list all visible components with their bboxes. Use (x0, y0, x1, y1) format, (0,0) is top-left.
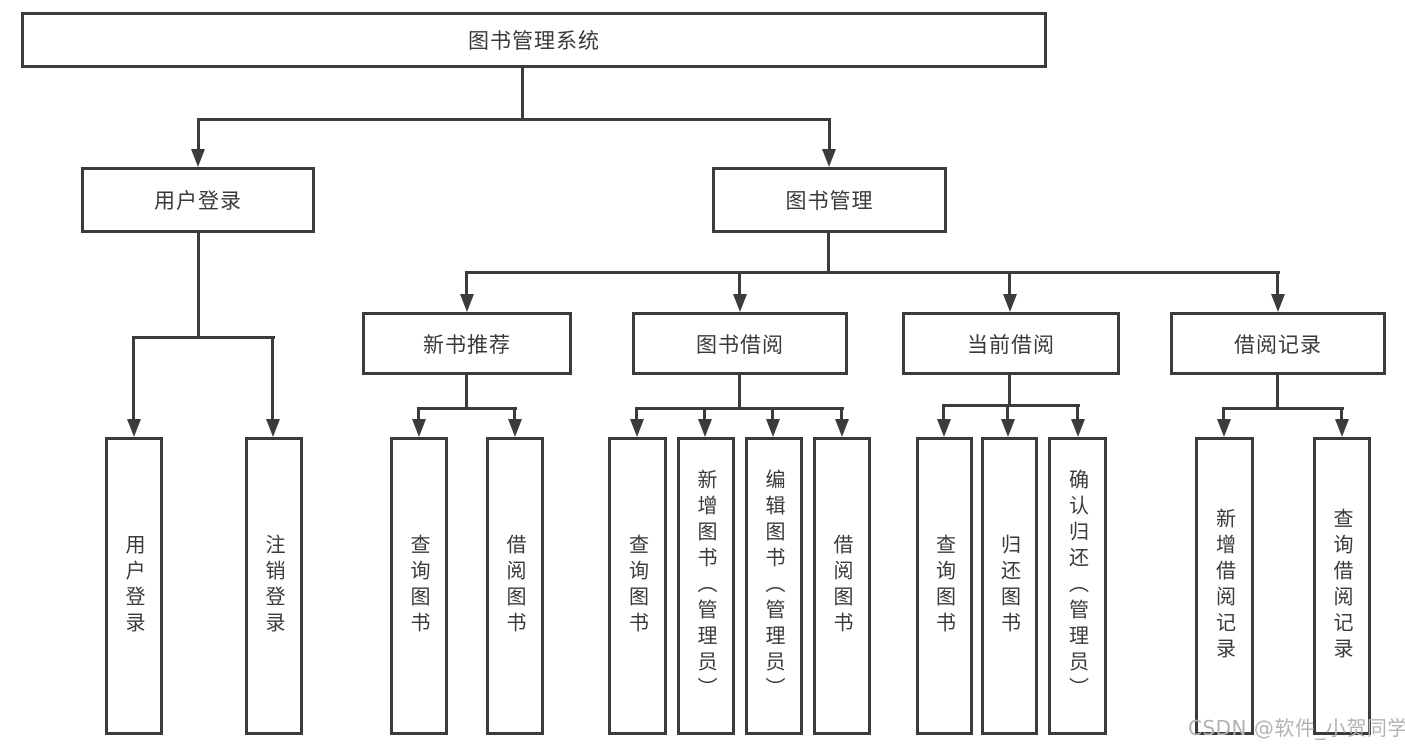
arrow-down-icon (127, 419, 141, 437)
connector-line (1008, 375, 1011, 406)
node-borrowing-records: 借阅记录 (1170, 312, 1386, 375)
connector-line (771, 407, 774, 421)
node-query-books-recommend: 查询图书 (390, 437, 448, 735)
connector-line (1008, 271, 1011, 296)
node-book-management: 图书管理 (712, 167, 947, 233)
connector-line (132, 336, 275, 339)
arrow-down-icon (937, 419, 951, 437)
connector-line (465, 375, 468, 407)
node-label: 用户登录 (154, 189, 242, 213)
node-label: 当前借阅 (967, 332, 1055, 357)
arrow-down-icon (412, 419, 426, 437)
arrow-down-icon (698, 419, 712, 437)
connector-line (197, 233, 200, 336)
node-confirm-return-admin: 确认归还（管理员） (1048, 437, 1107, 735)
node-label: 归还图书 (997, 534, 1022, 638)
connector-line (635, 407, 638, 421)
node-edit-book-admin: 编辑图书（管理员） (745, 437, 803, 735)
node-book-borrowing: 图书借阅 (632, 312, 848, 375)
connector-line (1340, 407, 1343, 421)
arrow-down-icon (1335, 419, 1349, 437)
connector-line (1076, 404, 1079, 421)
node-label: 图书借阅 (696, 332, 784, 357)
arrow-down-icon (822, 149, 836, 167)
node-label: 借阅图书 (503, 534, 527, 638)
arrow-down-icon (1071, 419, 1085, 437)
node-borrow-books-borrowing: 借阅图书 (813, 437, 871, 735)
node-logout: 注销登录 (245, 437, 303, 735)
node-user-login-leaf: 用户登录 (105, 437, 163, 735)
connector-line (738, 271, 741, 296)
node-label: 查询借阅记录 (1330, 508, 1354, 664)
connector-line (1006, 404, 1009, 421)
node-return-books: 归还图书 (981, 437, 1038, 735)
connector-line (465, 271, 1280, 274)
arrow-down-icon (1271, 294, 1285, 312)
connector-line (197, 118, 831, 121)
node-label: 查询图书 (407, 534, 431, 638)
node-label: 注销登录 (262, 534, 286, 638)
arrow-down-icon (1217, 419, 1231, 437)
node-label: 查询图书 (932, 534, 957, 638)
node-library-management-system: 图书管理系统 (21, 12, 1047, 68)
arrow-down-icon (630, 419, 644, 437)
node-label: 借阅图书 (830, 534, 854, 638)
arrow-down-icon (1003, 294, 1017, 312)
node-label: 用户登录 (122, 534, 146, 638)
arrow-down-icon (460, 294, 474, 312)
node-query-books-borrowing: 查询图书 (608, 437, 667, 735)
node-label: 查询图书 (625, 534, 650, 638)
connector-line (840, 407, 843, 421)
connector-line (513, 407, 516, 421)
connector-line (738, 375, 741, 407)
node-add-borrow-record: 新增借阅记录 (1195, 437, 1254, 735)
connector-line (828, 118, 831, 152)
node-current-borrowing: 当前借阅 (902, 312, 1120, 375)
connector-line (1276, 375, 1279, 407)
node-label: 新书推荐 (423, 332, 511, 357)
connector-line (521, 68, 524, 118)
arrow-down-icon (191, 149, 205, 167)
connector-line (942, 404, 945, 421)
arrow-down-icon (1001, 419, 1015, 437)
connector-line (417, 407, 420, 421)
csdn-watermark: CSDN @软件_小贺同学 (1188, 716, 1405, 740)
node-label: 新增图书（管理员） (694, 469, 718, 703)
node-query-borrow-record: 查询借阅记录 (1313, 437, 1371, 735)
node-borrow-books-recommend: 借阅图书 (486, 437, 544, 735)
node-label: 新增借阅记录 (1212, 508, 1237, 664)
connector-line (132, 336, 135, 421)
connector-line (197, 118, 200, 152)
connector-line (271, 336, 274, 421)
arrow-down-icon (835, 419, 849, 437)
connector-line (465, 271, 468, 296)
node-label: 图书管理系统 (468, 29, 600, 53)
node-label: 确认归还（管理员） (1065, 469, 1090, 703)
node-label: 借阅记录 (1234, 332, 1322, 357)
connector-line (417, 407, 517, 410)
node-user-login: 用户登录 (81, 167, 315, 233)
connector-line (1222, 407, 1225, 421)
connector-line (827, 233, 830, 271)
node-new-book-recommend: 新书推荐 (362, 312, 572, 375)
arrow-down-icon (733, 294, 747, 312)
arrow-down-icon (766, 419, 780, 437)
connector-line (1222, 407, 1344, 410)
node-label: 图书管理 (785, 189, 874, 213)
node-label: 编辑图书（管理员） (762, 469, 786, 703)
connector-line (1276, 271, 1279, 296)
node-add-book-admin: 新增图书（管理员） (677, 437, 735, 735)
arrow-down-icon (508, 419, 522, 437)
connector-line (635, 407, 844, 410)
connector-line (942, 404, 1080, 407)
arrow-down-icon (266, 419, 280, 437)
connector-line (703, 407, 706, 421)
node-query-books-current: 查询图书 (916, 437, 973, 735)
